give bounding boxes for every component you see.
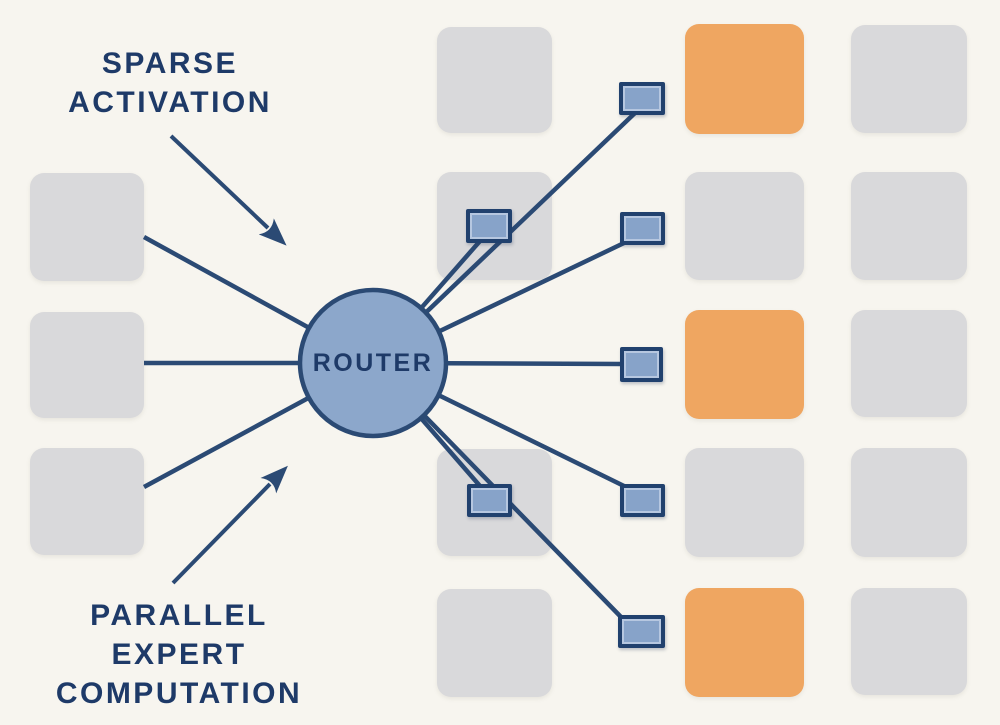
input-token-2 xyxy=(30,312,144,418)
expert-b1 xyxy=(685,24,804,134)
sparse-activation-line2: ACTIVATION xyxy=(68,86,272,119)
expert-b3 xyxy=(685,310,804,419)
input-token-1 xyxy=(30,173,144,281)
parallel-computation-label: PARALLEL EXPERT COMPUTATION xyxy=(0,596,363,713)
expert-c2 xyxy=(851,172,967,280)
expert-c4 xyxy=(851,448,967,557)
expert-b2 xyxy=(685,172,804,280)
expert-b4 xyxy=(685,448,804,557)
expert-b5 xyxy=(685,588,804,697)
sparse-activation-label: SPARSE ACTIVATION xyxy=(35,44,305,122)
router-label: ROUTER xyxy=(312,349,434,377)
input-token-3 xyxy=(30,448,144,555)
parallel-computation-line1: PARALLEL xyxy=(90,599,268,632)
expert-c5 xyxy=(851,588,967,695)
routed-token-1 xyxy=(619,82,665,115)
expert-c1 xyxy=(851,25,967,133)
expert-c3 xyxy=(851,310,967,417)
routed-token-7 xyxy=(618,615,665,648)
sparse-activation-line1: SPARSE xyxy=(101,47,239,80)
parallel-computation-line2: EXPERT COMPUTATION xyxy=(55,638,303,710)
